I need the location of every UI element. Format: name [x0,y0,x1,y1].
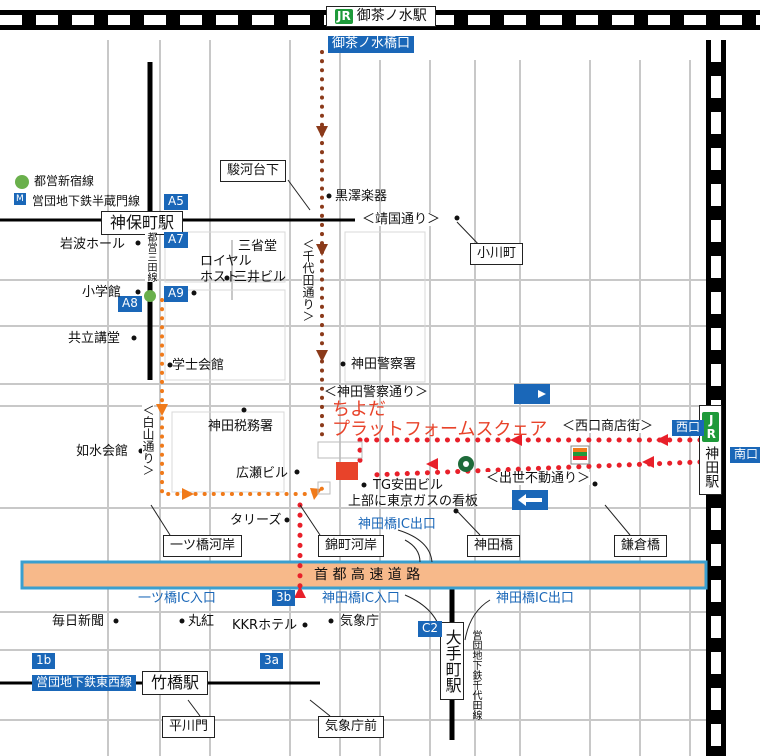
otemachi-station: 大手町駅 [440,622,464,700]
nishiguchi-street: ＜西口商店街＞ [562,419,654,434]
ic-hitotsubashi-in: 一ツ橋IC入口 [138,591,216,606]
exit-a7: A7 [164,232,188,248]
ic-kandabashi-in: 神田橋IC入口 [322,591,400,606]
chiyoda-line-label: 営団地下鉄千代田線 [470,630,481,720]
yasukuni-street: ＜靖国通り＞ [362,212,441,227]
expressway-label: 首 都 高 速 道 路 [314,567,421,583]
exit-3a: 3a [260,653,283,669]
toei-shinjuku-legend: 都営新宿線 [34,174,95,188]
label-ogawamachi: 小川町 [470,243,524,266]
exit-a5: A5 [164,194,188,210]
landmark-kanda-police: 神田警察署 [351,357,417,372]
exit-a8: A8 [118,296,142,312]
landmark-sanseido: 三省堂 [238,239,278,254]
exit-1b: 1b [32,653,56,669]
hakusan-street: ＜白山通り＞ [141,404,155,476]
exit-3b: 3b [272,590,296,606]
label-surugadaishita: 駿河台下 [220,160,287,183]
ic-kandabashi-out-2: 神田橋IC出口 [496,591,574,606]
label-kandabashi: 神田橋 [467,535,521,558]
kanda-police-street: ＜神田警察通り＞ [324,385,429,400]
landmark-hirose: 広瀬ビル [236,466,289,481]
landmark-shogakukan: 小学館 [82,285,122,300]
landmark-royal-1: ロイヤル [200,254,252,269]
landmark-marubeni: 丸紅 [188,614,215,629]
takebashi-station: 竹橋駅 [142,671,209,695]
shusse-fudo-street: ＜出世不動通り＞ [486,471,591,486]
ic-kandabashi-out: 神田橋IC出口 [358,517,436,532]
landmark-mainichi: 毎日新聞 [52,614,105,629]
exit-a9: A9 [164,286,188,302]
landmark-tg-yasuda: TG安田ビル [373,478,444,493]
target-building [336,462,358,480]
landmark-iwanami: 岩波ホール [60,237,126,252]
landmark-gakushi: 学士会館 [172,358,225,373]
landmark-kkr: KKRホテル [232,618,298,633]
landmark-kishocho: 気象庁 [340,614,380,629]
chiyoda-street: ＜千代田通り＞ [301,238,315,322]
tozai-line-label: 営団地下鉄東西線 [32,675,137,691]
exit-c2: C2 [418,621,443,637]
kanda-station: JR神田駅 [699,405,723,495]
landmark-royal-2: ホスト [200,270,240,285]
label-kamakurabashi: 鎌倉橋 [614,535,668,558]
ochanomizu-bridge-exit: 御茶ノ水橋口 [328,36,415,53]
direction-sign [514,384,550,404]
landmark-taries: タリーズ [230,513,282,528]
landmark-mitsui: 三井ビル [234,270,287,285]
ginkgo-icon [15,175,29,189]
ginkgo-icon [144,290,156,302]
kanda-west-exit: 西口 [672,420,705,436]
hanzomon-legend: 営団地下鉄半蔵門線 [32,194,141,208]
landmark-kyoritsu: 共立講堂 [68,331,121,346]
landmark-tokyo-gas-sign: 上部に東京ガスの看板 [348,494,479,509]
landmark-josui: 如水会館 [76,444,129,459]
jinbocho-station: 神保町駅 [101,211,184,235]
label-hirakawamon: 平川門 [162,716,216,739]
mita-line-label: 都営三田線 [145,232,156,282]
jr-logo: JR [702,412,720,442]
label-kishocho-mae: 気象庁前 [318,716,385,739]
jr-logo: JR [335,9,353,25]
kanda-south-exit: 南口 [730,447,760,463]
metro-icon: M [14,193,26,206]
destination-line1: ちよだ [332,399,386,420]
label-nishikicho-kagan: 錦町河岸 [318,535,385,558]
label-hitotsubashi-kagan: 一ツ橋河岸 [163,535,243,558]
landmark-kanda-tax: 神田税務署 [208,419,274,434]
landmark-kurosawa: 黒澤楽器 [335,189,388,204]
destination-line2: プラットフォームスクェア [332,419,548,440]
